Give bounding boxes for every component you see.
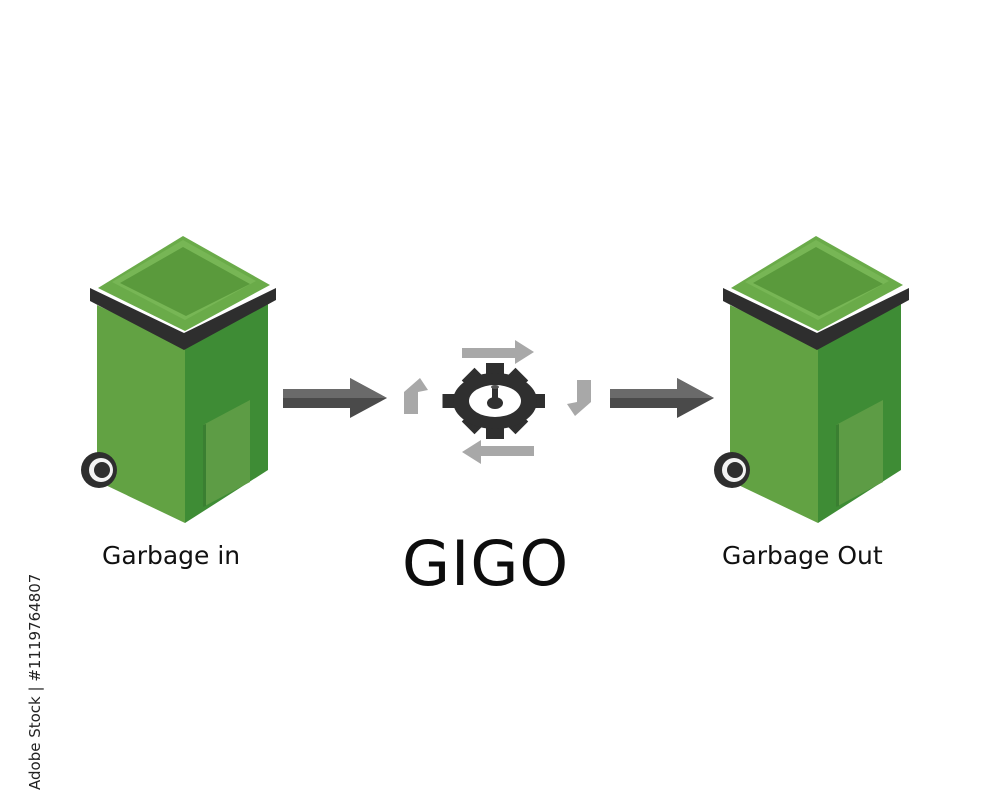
- side-credit-text: Adobe Stock | #1119764807: [26, 573, 44, 790]
- side-credit: Adobe Stock | #1119764807: [4, 560, 44, 790]
- output-flow-arrow-icon: [610, 378, 714, 418]
- input-flow-arrow-icon: [283, 378, 387, 418]
- output-label: Garbage Out: [722, 541, 883, 570]
- process-gear-icon: [404, 340, 591, 464]
- input-bin-icon: [81, 236, 276, 523]
- cycle-arrows-icon: [404, 340, 591, 464]
- output-bin-icon: [714, 236, 909, 523]
- diagram-title: GIGO: [402, 527, 570, 600]
- input-label: Garbage in: [102, 541, 241, 570]
